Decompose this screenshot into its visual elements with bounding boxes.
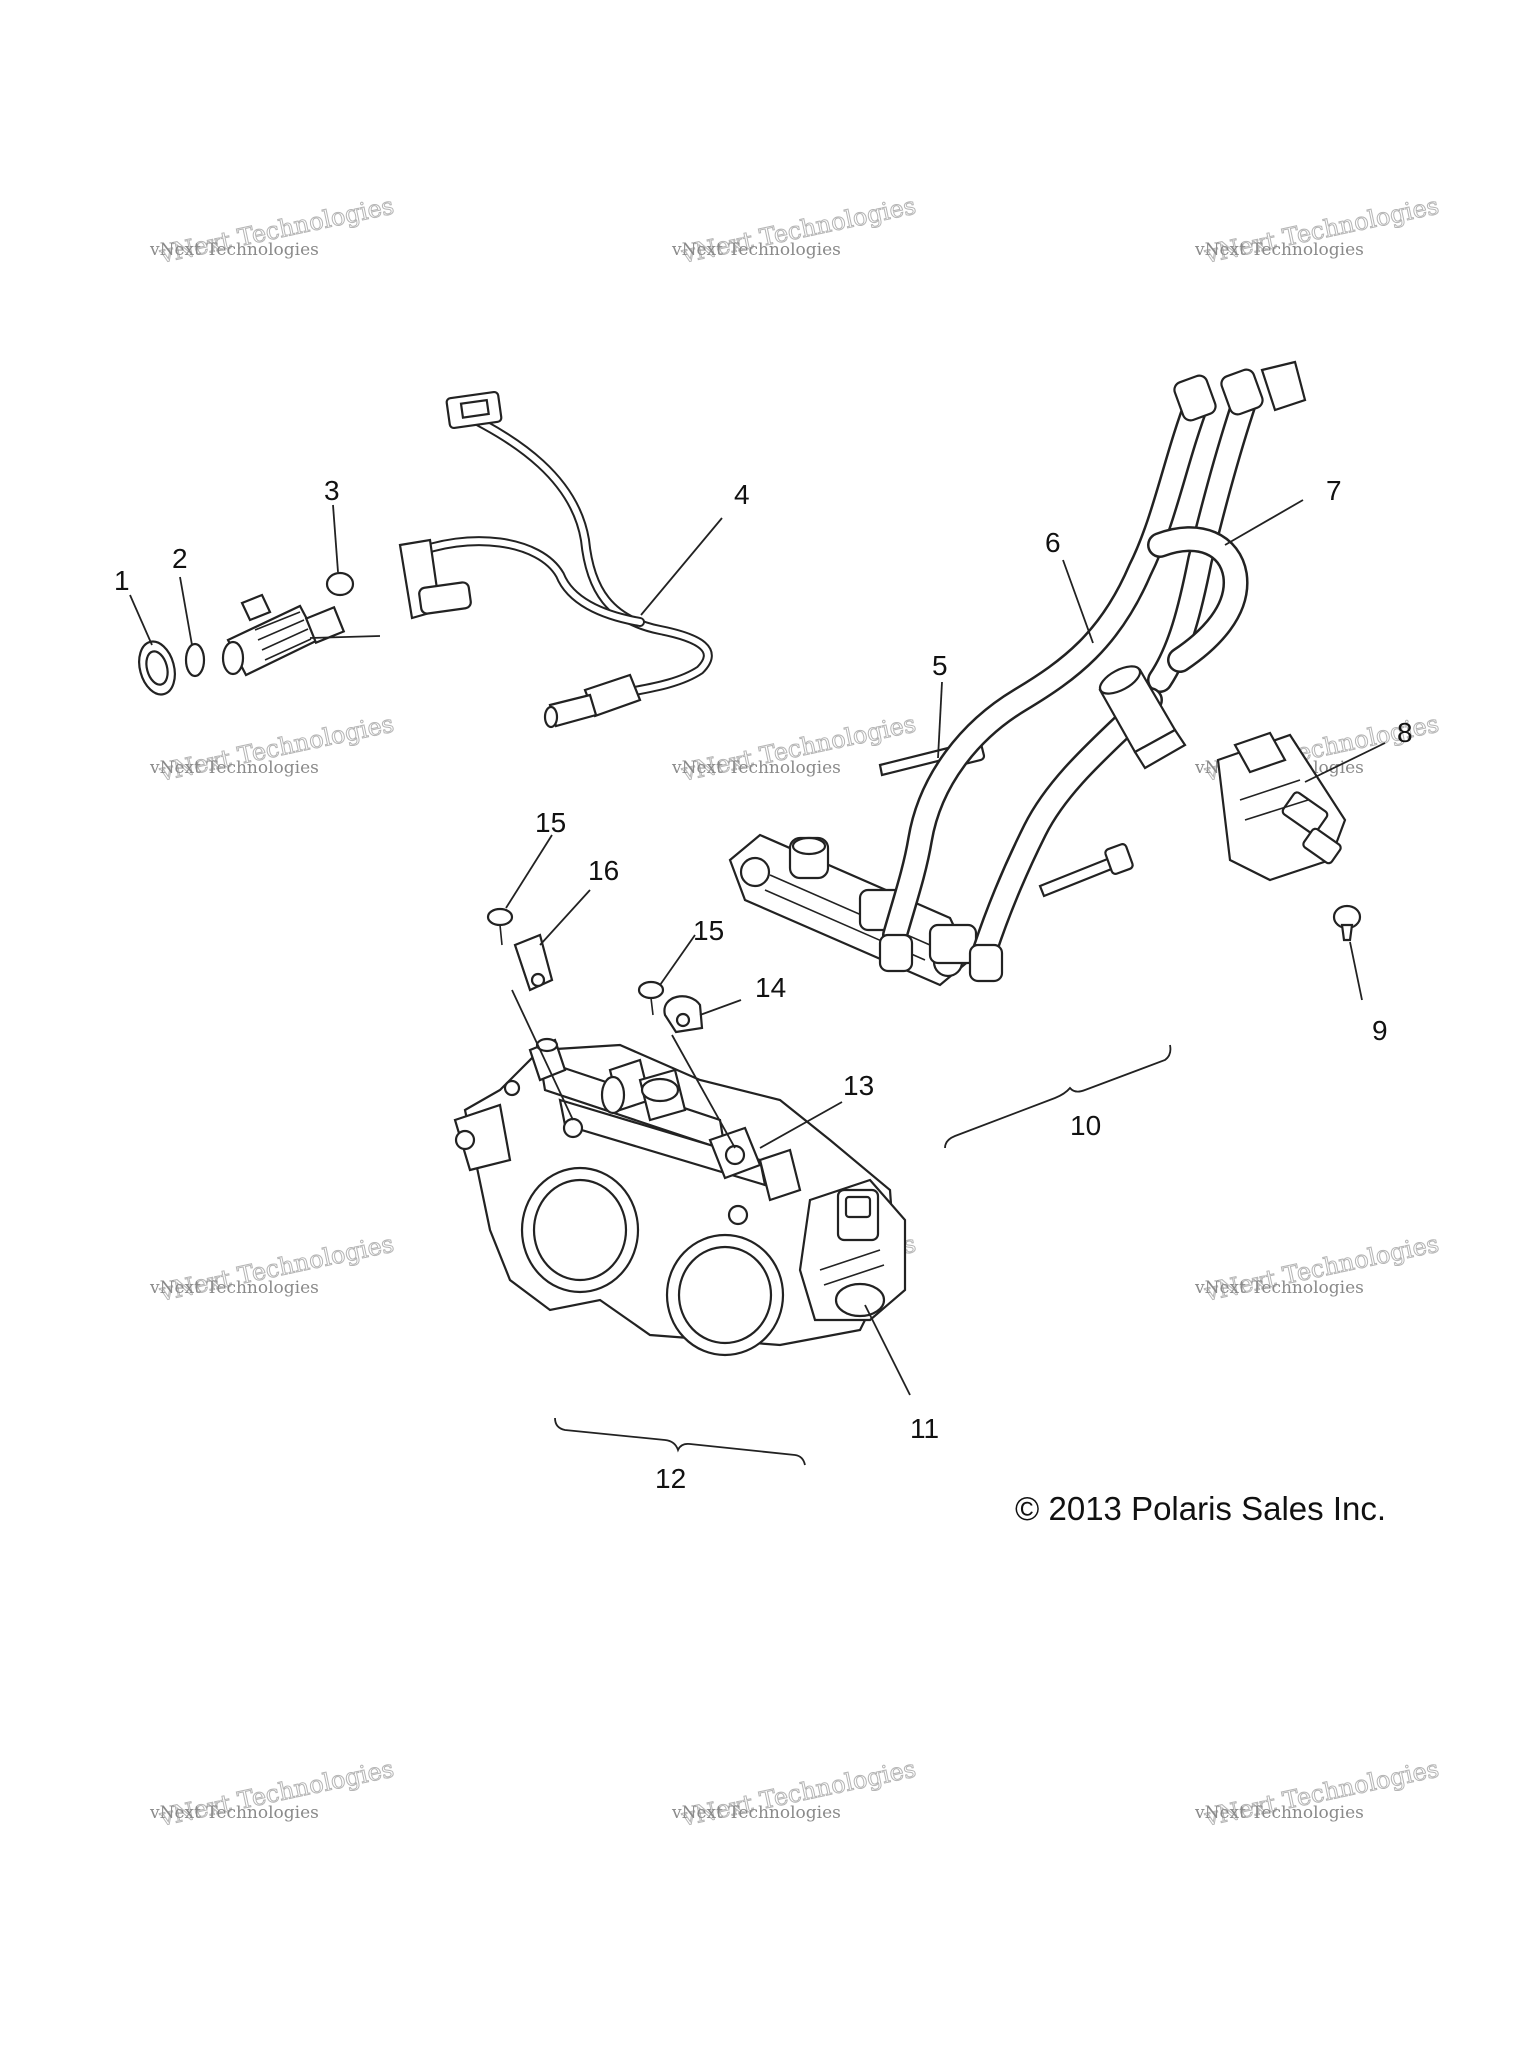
svg-text:vNext Technologies: vNext Technologies [149,758,319,778]
callout-14: 14 [755,972,786,1003]
watermark-grid: vNext Technologies vNext Technologies vN… [149,191,1442,1832]
fuel-filter [1098,665,1187,770]
callout-1: 1 [114,565,130,596]
callout-6: 6 [1045,527,1061,558]
callout-7: 7 [1326,475,1342,506]
leader-lines [129,499,1386,1396]
callout-16: 16 [588,855,619,886]
part-15-screw-right [637,980,665,1016]
callout-11: 11 [910,1413,939,1444]
watermark: vNext Technologies vNext Technologies [149,191,397,269]
part-9-screw [1332,904,1362,942]
svg-text:vNext Technologies: vNext Technologies [149,1803,319,1823]
part-6-fuel-hose [882,387,1211,948]
part-13-throttle-linkage [708,1126,762,1180]
part-4-harness [398,390,713,729]
watermark: vNext Technologies vNext Technologies [1194,1229,1442,1307]
callout-4: 4 [734,479,750,510]
callout-12: 12 [655,1463,686,1494]
bracket-10 [944,1044,1172,1149]
watermark: vNext Technologies vNext Technologies [1194,191,1442,269]
svg-text:vNext Technologies: vNext Technologies [1194,240,1364,260]
watermark: vNext Technologies vNext Technologies [149,1229,397,1307]
injector-connection-line [309,635,381,639]
watermark: vNext Technologies vNext Technologies [1194,1754,1442,1832]
callout-8: 8 [1397,717,1413,748]
svg-text:vNext Technologies: vNext Technologies [671,240,841,260]
svg-text:vNext Technologies: vNext Technologies [149,240,319,260]
callout-13: 13 [843,1070,874,1101]
svg-text:vNext Technologies: vNext Technologies [671,1803,841,1823]
part-5-bolt-lower [1038,843,1134,898]
copyright-notice: © 2013 Polaris Sales Inc. [1015,1490,1387,1527]
part-8-sensor [1216,731,1347,882]
svg-text:vNext Technologies: vNext Technologies [1194,1278,1364,1298]
part-15-screw-left [486,907,514,946]
part-2-o-ring [184,642,206,678]
svg-text:vNext Technologies: vNext Technologies [1194,1803,1364,1823]
fuel-injector-left [221,593,346,677]
callout-15-lower: 15 [693,915,724,946]
svg-text:vNext Technologies: vNext Technologies [671,758,841,778]
watermark: vNext Technologies vNext Technologies [149,709,397,787]
callout-5: 5 [932,650,948,681]
callout-2: 2 [172,543,188,574]
part-11-throttle-position-sensor [798,1178,907,1322]
part-7-fuel-hose [972,387,1258,963]
callout-9: 9 [1372,1015,1388,1046]
svg-text:vNext Technologies: vNext Technologies [149,1278,319,1298]
callout-3: 3 [324,475,340,506]
watermark: vNext Technologies vNext Technologies [671,1754,919,1832]
watermark: vNext Technologies vNext Technologies [671,191,919,269]
part-10-fuel-rail [728,833,978,987]
part-14-clamp [663,995,704,1034]
part-1-seal [138,640,176,696]
callout-labels: 1 2 3 4 5 6 7 8 9 10 11 12 13 14 15 15 1… [114,475,1413,1494]
hose-quick-connectors [878,360,1307,983]
part-3-o-ring [325,571,355,597]
watermark: vNext Technologies vNext Technologies [149,1754,397,1832]
bracket-12 [554,1417,806,1466]
callout-10: 10 [1070,1110,1101,1141]
part-16-clamp [513,933,554,992]
callout-15-upper: 15 [535,807,566,838]
